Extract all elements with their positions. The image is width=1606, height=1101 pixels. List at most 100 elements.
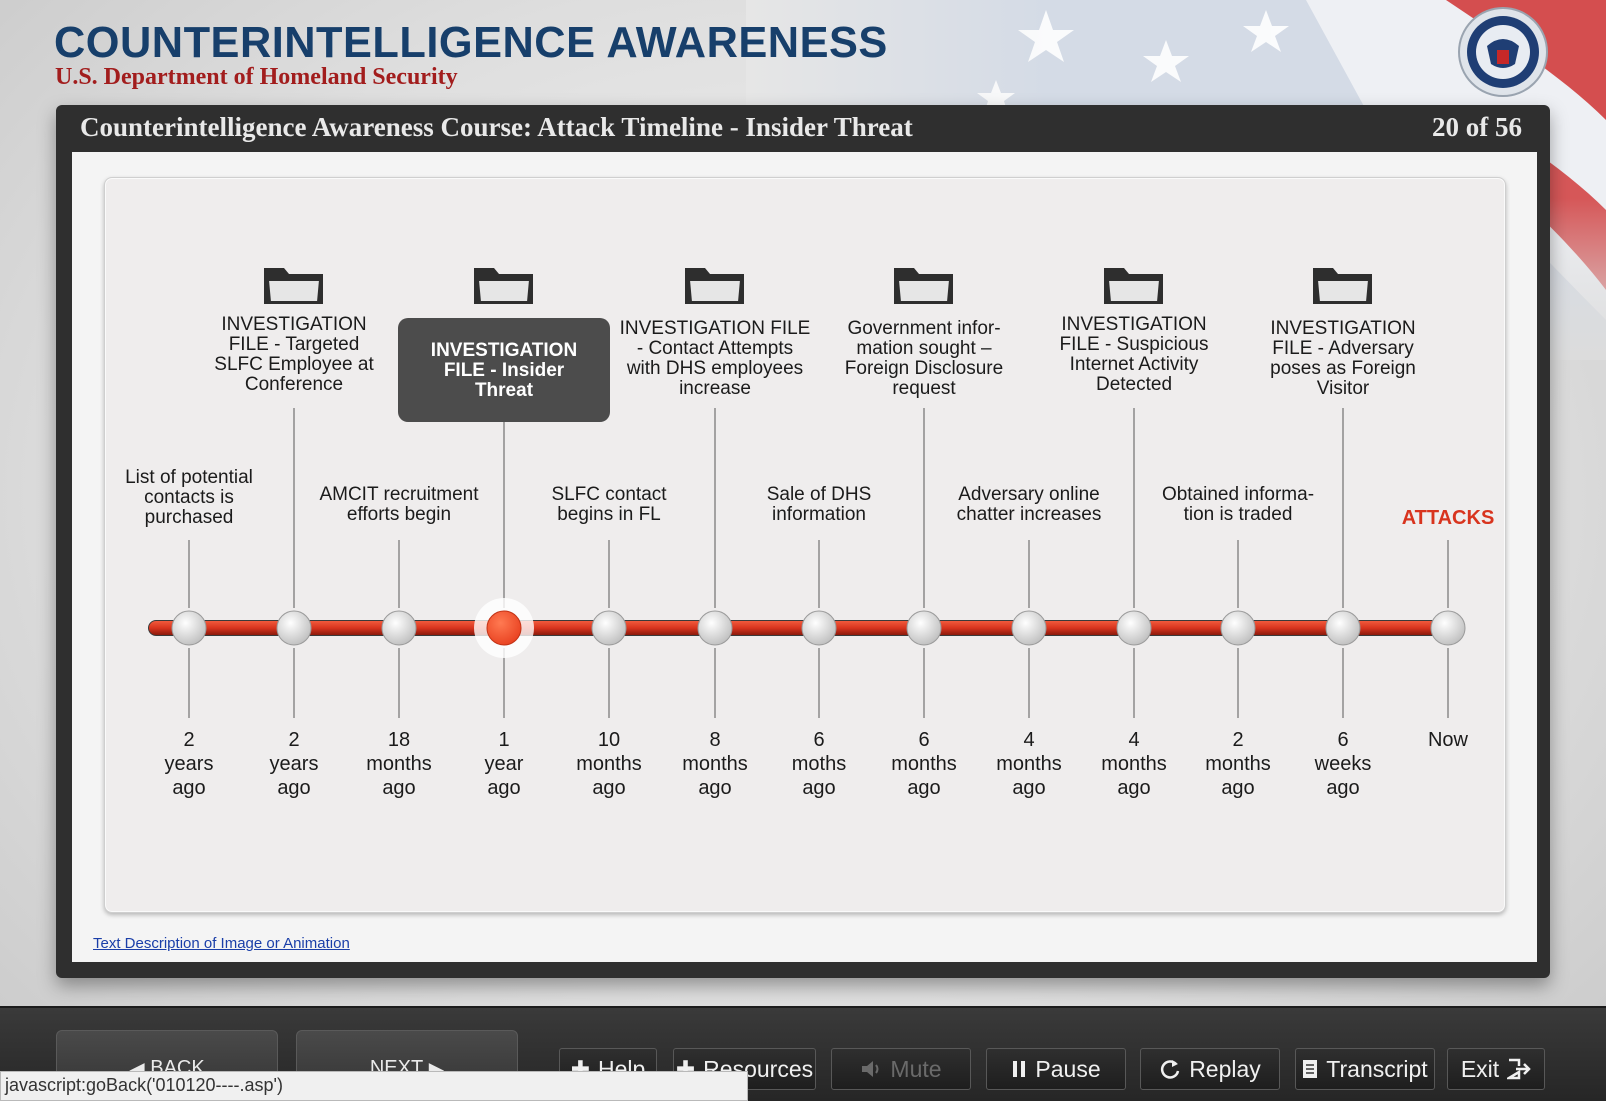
time-label-line: months [1101,753,1167,775]
time-label-line: ago [277,777,310,799]
event-title-highlighted-line: FILE - Insider [444,360,565,381]
time-label: Now [1428,729,1469,751]
event-title-line: Visitor [1317,378,1370,399]
course-title: Counterintelligence Awareness Course: At… [80,112,913,142]
time-label-line: 1 [498,729,509,751]
event-label-line: purchased [145,507,234,528]
time-label-line: ago [172,777,205,799]
time-label-line: ago [907,777,940,799]
timeline-node[interactable] [906,610,942,646]
event-label-line: begins in FL [557,504,661,525]
timeline-node[interactable] [697,610,733,646]
timeline-node[interactable] [1011,610,1047,646]
time-label-line: months [576,753,642,775]
event-title: Government infor-mation sought –Foreign … [845,318,1003,399]
timeline-node[interactable] [171,610,207,646]
timeline-node[interactable] [1325,610,1361,646]
time-label-line: 8 [709,729,720,751]
event-title-line: with DHS employees [626,358,803,379]
time-label-line: moths [792,753,846,775]
event-title-line: Internet Activity [1070,354,1199,375]
folder-icon [1106,279,1162,303]
pause-icon [1013,1061,1026,1077]
timeline-node[interactable] [1116,610,1152,646]
time-label-line: 4 [1023,729,1034,751]
pause-button[interactable]: Pause [986,1048,1126,1090]
replay-button[interactable]: Replay [1140,1048,1280,1090]
attacks-label-line: ATTACKS [1402,507,1495,529]
event-label-line: contacts is [144,487,234,508]
time-label-line: 18 [388,729,410,751]
dhs-seal-icon [1458,7,1548,97]
event-label-line: Sale of DHS [767,484,872,505]
time-label-line: 6 [1337,729,1348,751]
timeline-node[interactable] [276,610,312,646]
app-subtitle: U.S. Department of Homeland Security [55,64,458,90]
event-title-line: SLFC Employee at [214,354,374,375]
time-label-line: 6 [918,729,929,751]
event-title-highlighted-line: Threat [475,380,534,401]
timeline-panel [104,177,1506,913]
event-title-line: mation sought – [856,338,992,359]
time-label-line: Now [1428,729,1469,751]
time-label-line: 2 [288,729,299,751]
time-label-line: 6 [813,729,824,751]
time-label-line: year [485,753,524,775]
event-title-line: Foreign Disclosure [845,358,1003,379]
transcript-button[interactable]: Transcript [1295,1048,1435,1090]
event-title-line: Conference [245,374,343,395]
time-label-line: weeks [1314,753,1372,775]
time-label-line: months [1205,753,1271,775]
event-label-line: AMCIT recruitment [319,484,479,505]
event-label-line: efforts begin [347,504,451,525]
time-label-line: years [270,753,319,775]
event-label-line: SLFC contact [551,484,667,505]
time-label-line: ago [1012,777,1045,799]
folder-icon [476,279,532,303]
timeline-node[interactable] [801,610,837,646]
page-counter: 20 of 56 [1432,112,1522,142]
timeline-node[interactable] [381,610,417,646]
event-title-highlighted-line: INVESTIGATION [431,340,577,361]
timeline-node[interactable] [1430,610,1466,646]
timeline-node[interactable] [1220,610,1256,646]
folder-icon [1315,279,1371,303]
event-label: Obtained informa-tion is traded [1162,484,1314,525]
exit-button[interactable]: Exit [1447,1048,1545,1090]
time-label-line: months [996,753,1062,775]
text-description-link[interactable]: Text Description of Image or Animation [93,935,350,952]
event-title-line: - Contact Attempts [637,338,793,359]
mute-button[interactable]: Mute [831,1048,971,1090]
document-icon [1303,1060,1318,1078]
event-title-line: Government infor- [847,318,1000,339]
time-label-line: years [165,753,214,775]
time-label-line: ago [592,777,625,799]
timeline-node-active[interactable] [486,610,522,646]
time-label-line: ago [698,777,731,799]
event-title-line: INVESTIGATION [1270,318,1415,339]
event-label-line: List of potential [125,467,253,488]
time-label-line: 2 [183,729,194,751]
exit-icon [1507,1058,1531,1080]
event-title-line: FILE - Targeted [229,334,360,355]
event-title-line: INVESTIGATION [221,314,366,335]
time-label-line: ago [802,777,835,799]
event-label-line: chatter increases [957,504,1102,525]
timeline-node[interactable] [591,610,627,646]
event-title-line: INVESTIGATION FILE [620,318,811,339]
